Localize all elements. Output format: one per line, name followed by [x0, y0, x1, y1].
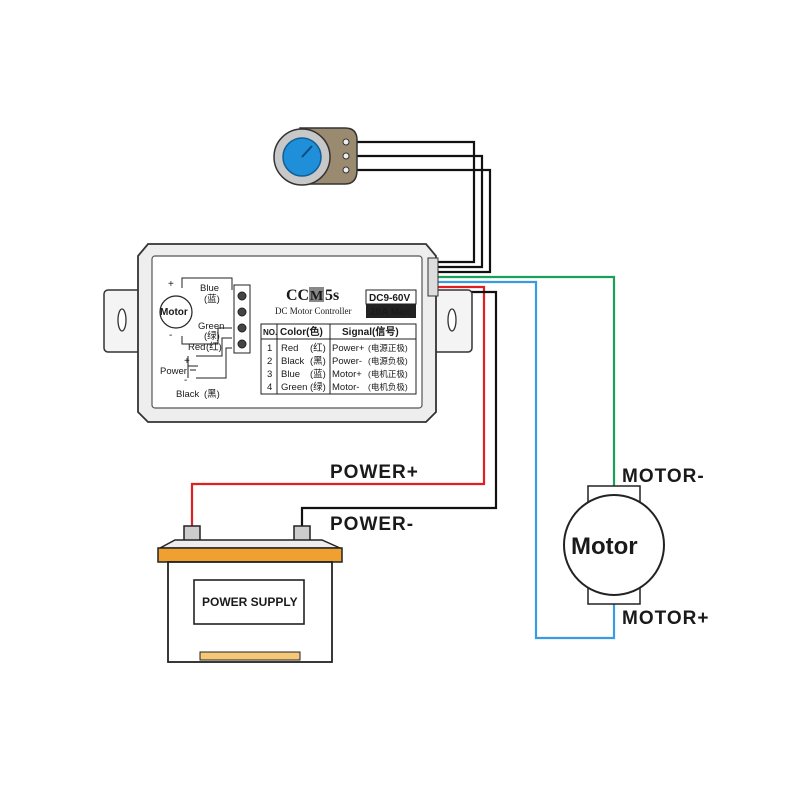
table-row-signal: Motor-: [332, 382, 359, 393]
table-row-signal: Power+: [332, 343, 365, 354]
mini-black: Black: [176, 389, 199, 400]
power-supply-label: POWER SUPPLY: [202, 595, 298, 609]
motor-icon: [563, 494, 665, 596]
blue-wire: [436, 280, 616, 640]
table-row-color: Red: [281, 343, 298, 354]
pot-wire-2: [354, 154, 484, 269]
table-header-signal: Signal(信号): [342, 325, 399, 338]
mini-motor-label: Motor: [160, 307, 188, 318]
table-row-no: 4: [267, 382, 272, 393]
table-row-signal-cn: (电源正极): [368, 343, 408, 353]
mini-red: Red: [188, 342, 205, 353]
mini-black-cn: (黑): [204, 389, 220, 400]
mini-minus-2: -: [184, 375, 187, 386]
brand-prefix: CC: [286, 287, 309, 304]
table-row-color-cn: (黑): [310, 356, 326, 367]
black-wire: [300, 290, 498, 528]
power-minus-label: POWER-: [330, 514, 414, 535]
mini-power: Power: [160, 366, 187, 377]
current-label: 20A Max: [370, 307, 411, 318]
table-header-no: NO.: [263, 328, 277, 337]
motor-label: Motor: [571, 533, 638, 560]
mini-green: Green: [198, 321, 224, 332]
power-supply: POWER SUPPLY: [157, 525, 343, 663]
table-row-color: Green: [281, 382, 307, 393]
mini-minus-1: -: [169, 330, 172, 341]
mini-plus-1: +: [168, 279, 174, 290]
table-row-signal: Power-: [332, 356, 362, 367]
table-row-color-cn: (绿): [310, 381, 326, 393]
mini-blue: Blue: [200, 283, 219, 294]
wire-table: NO. Color(色) Signal(信号) 1 Red (红) Power+…: [260, 323, 417, 395]
pot-wire-1: [354, 140, 476, 264]
power-plus-label: POWER+: [330, 462, 419, 483]
controller-box: CC M 5s DC Motor Controller DC9-60V 20A …: [103, 243, 473, 423]
wire-port: [427, 257, 439, 297]
mini-motor-icon: [159, 295, 193, 329]
pot-wire-3: [354, 168, 492, 274]
mini-green-cn: (绿): [204, 330, 220, 342]
potentiometer[interactable]: [273, 127, 358, 186]
table-row-no: 2: [267, 356, 272, 367]
table-row-no: 3: [267, 369, 272, 380]
table-header-color: Color(色): [280, 325, 323, 338]
brand-suffix: 5s: [325, 287, 339, 304]
controller-subtitle: DC Motor Controller: [275, 306, 352, 316]
mini-plus-2: +: [184, 356, 190, 367]
table-row-signal-cn: (电源负极): [368, 356, 408, 366]
mini-red-cn: (红): [206, 341, 222, 353]
table-row-color: Blue: [281, 369, 300, 380]
table-row-no: 1: [267, 343, 272, 354]
table-row-signal: Motor+: [332, 369, 362, 380]
voltage-label: DC9-60V: [369, 293, 410, 304]
green-wire: [436, 275, 616, 486]
mini-blue-cn: (蓝): [204, 293, 220, 305]
red-wire: [190, 285, 486, 528]
mini-diagram: [181, 277, 251, 379]
motor-plus-label: MOTOR+: [622, 608, 709, 629]
wires: [190, 140, 616, 640]
table-row-color: Black: [281, 356, 304, 367]
brand-mid: M: [310, 289, 323, 304]
motor: Motor: [563, 485, 665, 605]
motor-minus-label: MOTOR-: [622, 466, 705, 487]
table-row-signal-cn: (电机负极): [368, 382, 408, 392]
table-row-signal-cn: (电机正极): [368, 369, 408, 379]
table-row-color-cn: (红): [310, 342, 326, 354]
table-row-color-cn: (蓝): [310, 368, 326, 380]
